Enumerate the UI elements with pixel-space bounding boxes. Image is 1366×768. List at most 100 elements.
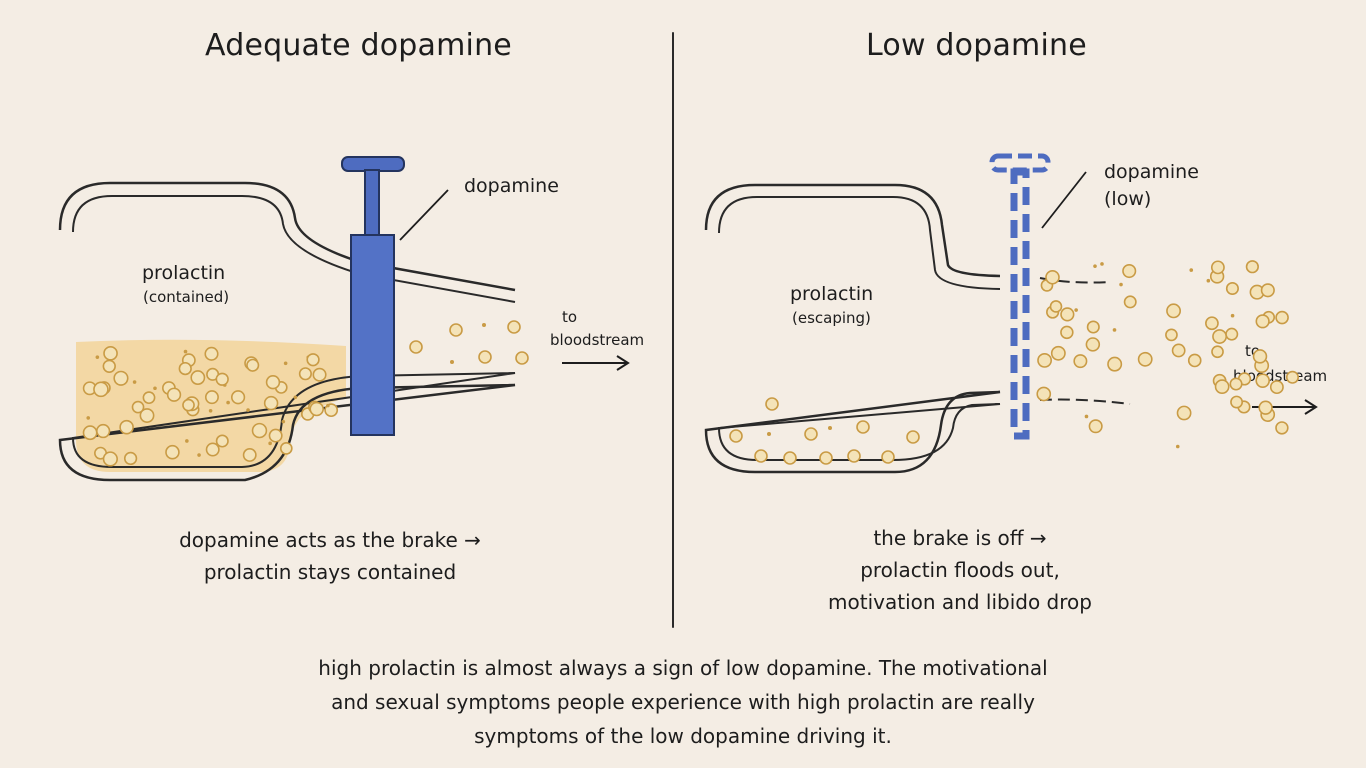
right-dopamine-plunger-rod bbox=[1010, 168, 1030, 440]
prolactin-particle bbox=[856, 420, 870, 434]
prolactin-particle bbox=[182, 398, 195, 412]
prolactin-particle bbox=[1175, 444, 1180, 449]
right-dopamine-plunger-handle bbox=[989, 153, 1051, 173]
prolactin-particle bbox=[804, 427, 818, 441]
prolactin-particle bbox=[283, 361, 288, 366]
prolactin-particle bbox=[1165, 328, 1178, 342]
prolactin-particle bbox=[1086, 320, 1100, 334]
prolactin-particle bbox=[204, 346, 219, 361]
prolactin-particle bbox=[279, 442, 293, 455]
prolactin-particle bbox=[95, 355, 100, 359]
prolactin-particle bbox=[1275, 421, 1289, 435]
prolactin-particle bbox=[93, 381, 109, 398]
prolactin-particle bbox=[226, 400, 230, 405]
prolactin-particle bbox=[1211, 345, 1224, 359]
prolactin-particle bbox=[183, 349, 188, 354]
prolactin-particle bbox=[153, 386, 157, 391]
prolactin-particle bbox=[1255, 314, 1270, 329]
footer-explanation: high prolactin is almost always a sign o… bbox=[233, 651, 1133, 753]
right-caption-line-1: the brake is off → bbox=[873, 526, 1047, 550]
left-prolactin-state: (contained) bbox=[143, 288, 229, 306]
right-dopamine-label: dopamine bbox=[1104, 161, 1199, 183]
prolactin-particle bbox=[1107, 356, 1123, 372]
prolactin-particle bbox=[449, 323, 463, 337]
prolactin-particle bbox=[131, 400, 145, 414]
prolactin-particle bbox=[507, 320, 521, 334]
left-prolactin-label: prolactin bbox=[142, 262, 225, 284]
left-dopamine-plunger-handle bbox=[341, 156, 405, 172]
left-caption: dopamine acts as the brake → prolactin s… bbox=[130, 524, 530, 588]
prolactin-particle bbox=[1225, 281, 1239, 296]
prolactin-particle bbox=[1036, 386, 1052, 402]
prolactin-particle bbox=[881, 450, 895, 464]
prolactin-particle bbox=[767, 432, 771, 436]
panel-divider bbox=[672, 32, 674, 628]
prolactin-particle bbox=[102, 451, 118, 467]
prolactin-particle bbox=[1275, 310, 1289, 325]
prolactin-particle bbox=[1225, 327, 1239, 341]
prolactin-particle bbox=[819, 451, 833, 465]
right-outlet-arrow-head bbox=[1304, 399, 1318, 415]
prolactin-particle bbox=[1189, 268, 1194, 272]
prolactin-particle bbox=[197, 453, 201, 457]
prolactin-particle bbox=[312, 367, 327, 382]
prolactin-particle bbox=[1210, 260, 1225, 275]
prolactin-particle bbox=[265, 375, 281, 390]
prolactin-particle bbox=[142, 391, 156, 405]
prolactin-particle bbox=[1212, 329, 1228, 344]
prolactin-particle bbox=[1073, 354, 1088, 369]
footer-line-2: and sexual symptoms people experience wi… bbox=[331, 690, 1035, 714]
left-dopamine-plunger-rod bbox=[364, 169, 380, 237]
left-caption-line-2: prolactin stays contained bbox=[203, 560, 457, 584]
prolactin-particle bbox=[166, 387, 182, 402]
prolactin-particle bbox=[96, 423, 111, 439]
prolactin-particle bbox=[1176, 405, 1192, 421]
prolactin-particle bbox=[847, 449, 861, 463]
prolactin-particle bbox=[1050, 345, 1066, 361]
prolactin-particle bbox=[754, 449, 768, 463]
prolactin-particle bbox=[1252, 349, 1268, 364]
prolactin-particle bbox=[102, 359, 116, 373]
left-outlet-label-bloodstream: bloodstream bbox=[550, 331, 644, 349]
prolactin-particle bbox=[1088, 419, 1103, 434]
prolactin-particle bbox=[1122, 263, 1137, 279]
prolactin-particle bbox=[215, 434, 229, 448]
prolactin-particle bbox=[1037, 352, 1052, 368]
prolactin-particle bbox=[1229, 377, 1243, 391]
prolactin-particle bbox=[828, 426, 832, 430]
prolactin-particle bbox=[1285, 370, 1299, 384]
prolactin-particle bbox=[1230, 395, 1244, 409]
prolactin-particle bbox=[123, 451, 138, 466]
prolactin-particle bbox=[409, 340, 423, 354]
left-panel-title: Adequate dopamine bbox=[205, 28, 512, 63]
prolactin-particle bbox=[1230, 313, 1235, 318]
prolactin-particle bbox=[326, 403, 330, 408]
prolactin-particle bbox=[1093, 264, 1097, 268]
left-outlet-arrow-head bbox=[616, 355, 630, 371]
prolactin-particle bbox=[251, 422, 268, 439]
left-vessel-diagram: dopamine prolactin (contained) to bloods… bbox=[58, 156, 644, 482]
prolactin-particle bbox=[113, 370, 129, 386]
prolactin-particle bbox=[205, 442, 220, 457]
prolactin-particle bbox=[246, 408, 250, 412]
prolactin-particle bbox=[482, 323, 486, 327]
footer-line-1: high prolactin is almost always a sign o… bbox=[318, 656, 1048, 680]
prolactin-particle bbox=[1074, 308, 1078, 312]
prolactin-particle bbox=[450, 360, 454, 364]
right-panel-title: Low dopamine bbox=[866, 28, 1087, 63]
prolactin-particle bbox=[1258, 400, 1273, 415]
left-prolactin-particles bbox=[82, 320, 529, 467]
prolactin-particle bbox=[478, 350, 492, 364]
prolactin-particle bbox=[765, 397, 779, 411]
prolactin-particle bbox=[783, 451, 797, 465]
prolactin-particle bbox=[86, 416, 91, 420]
prolactin-particle bbox=[1171, 343, 1186, 358]
prolactin-particle bbox=[190, 370, 206, 385]
right-dopamine-pointer bbox=[1041, 171, 1087, 229]
prolactin-particle bbox=[906, 430, 920, 444]
prolactin-particle bbox=[1269, 380, 1284, 395]
prolactin-particle bbox=[1049, 300, 1063, 313]
prolactin-particle bbox=[1166, 303, 1181, 319]
prolactin-particle bbox=[1060, 325, 1074, 340]
prolactin-particle bbox=[1119, 282, 1123, 287]
